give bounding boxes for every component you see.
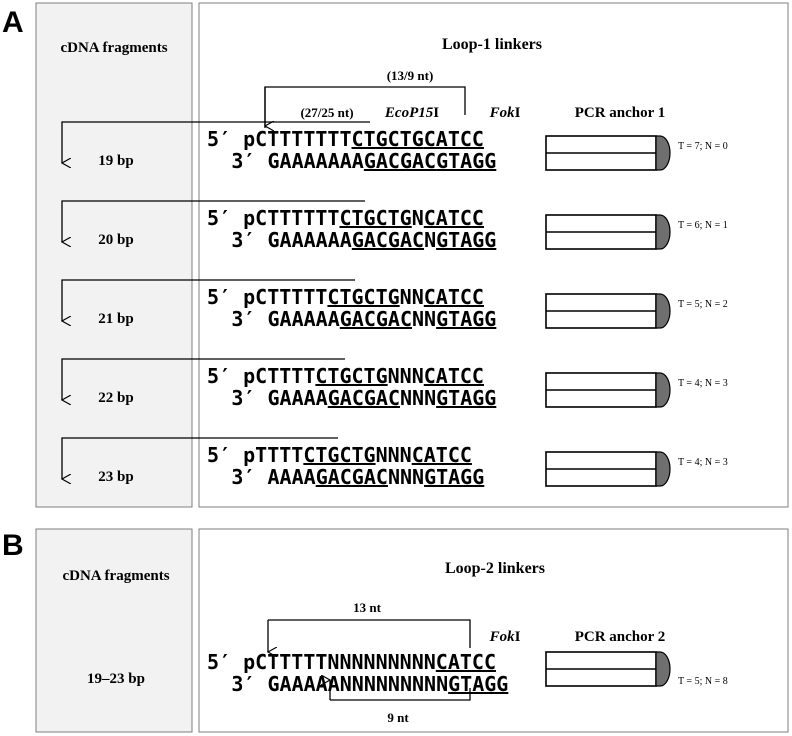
bracket-9-nt: [330, 688, 471, 701]
pcr-anchor-2-label: PCR anchor 2: [575, 629, 666, 645]
tn-count-2: T = 6; N = 1: [678, 220, 728, 231]
bottom-strand-1: 3′ GAAAAAAAGACGACGTAGG: [231, 149, 496, 173]
pcr-anchor-1-row-1-cap: [655, 135, 671, 171]
panel-b-foki-label: FokI: [489, 629, 521, 645]
tn-count-1: T = 7; N = 0: [678, 141, 728, 152]
cut-arrow-1: [62, 121, 370, 163]
panel-b-letter: B: [2, 529, 24, 562]
fragment-length-4: 22 bp: [98, 390, 133, 406]
bottom-strand-3: 3′ GAAAAAGACGACNNGTAGG: [231, 307, 496, 331]
panel-a-right-title: Loop-1 linkers: [442, 36, 542, 53]
panel-b-bp-label: 19–23 bp: [87, 671, 145, 687]
panel-b-right-title: Loop-2 linkers: [445, 560, 545, 577]
bottom-strand-5: 3′ AAAAGACGACNNNGTAGG: [231, 465, 484, 489]
panel-a-left-box: [35, 2, 193, 508]
tn-count-5: T = 4; N = 3: [678, 457, 728, 468]
tn-count-3: T = 5; N = 2: [678, 299, 728, 310]
pcr-anchor-1-row-4-cap: [655, 372, 671, 408]
cut-arrow-3: [62, 279, 355, 321]
panel-b-left-title: cDNA fragments: [62, 568, 169, 584]
panel-a-left-title: cDNA fragments: [60, 40, 167, 56]
bracket-13-nt: [268, 619, 471, 648]
bottom-strand-2: 3′ GAAAAAAGACGACNGTAGG: [231, 228, 496, 252]
tn-count-4: T = 4; N = 3: [678, 378, 728, 389]
panel-b-left-box: [35, 528, 193, 733]
label-9-nt: 9 nt: [387, 710, 409, 725]
panel-b-tn-count: T = 5; N = 8: [678, 676, 728, 687]
top-strand-4: 5′ pCTTTTCTGCTGNNNCATCC: [207, 364, 484, 388]
fragment-length-5: 23 bp: [98, 469, 133, 485]
panel-b-right-box: [198, 528, 789, 733]
panel-b-top-strand: 5′ pCTTTTTNNNNNNNNNCATCC: [207, 650, 496, 674]
enzyme-foki-label: FokI: [489, 105, 521, 121]
top-strand-5: 5′ pTTTTCTGCTGNNNCATCC: [207, 443, 472, 467]
label-13-nt: 13 nt: [353, 600, 381, 615]
panel-a-letter: A: [2, 6, 24, 39]
cut-arrow-2: [62, 200, 365, 242]
top-strand-2: 5′ pCTTTTTTCTGCTGNCATCC: [207, 206, 484, 230]
top-strand-1: 5′ pCTTTTTTTCTGCTGCATCC: [207, 127, 484, 151]
panel-a-right-box: [198, 2, 789, 508]
panel-b-bottom-strand: 3′ GAAAAANNNNNNNNNGTAGG: [231, 672, 508, 696]
pcr-anchor-1-row-3-cap: [655, 293, 671, 329]
fragment-length-3: 21 bp: [98, 311, 133, 327]
cut-arrow-4: [62, 358, 345, 400]
pcr-anchor-1-label: PCR anchor 1: [575, 105, 666, 121]
label-13-9-nt: (13/9 nt): [387, 68, 434, 83]
pcr-anchor-1-row-2-cap: [655, 214, 671, 250]
fragment-length-1: 19 bp: [98, 153, 133, 169]
label-27-25-nt: (27/25 nt): [300, 105, 353, 120]
fragment-length-2: 20 bp: [98, 232, 133, 248]
pcr-anchor-1-row-5-cap: [655, 451, 671, 487]
bottom-strand-4: 3′ GAAAAGACGACNNNGTAGG: [231, 386, 496, 410]
pcr-anchor-2-cap: [655, 651, 671, 687]
enzyme-ecop15i-label: EcoP15I: [384, 105, 439, 121]
top-strand-3: 5′ pCTTTTTCTGCTGNNCATCC: [207, 285, 484, 309]
cut-arrow-5: [62, 437, 338, 479]
